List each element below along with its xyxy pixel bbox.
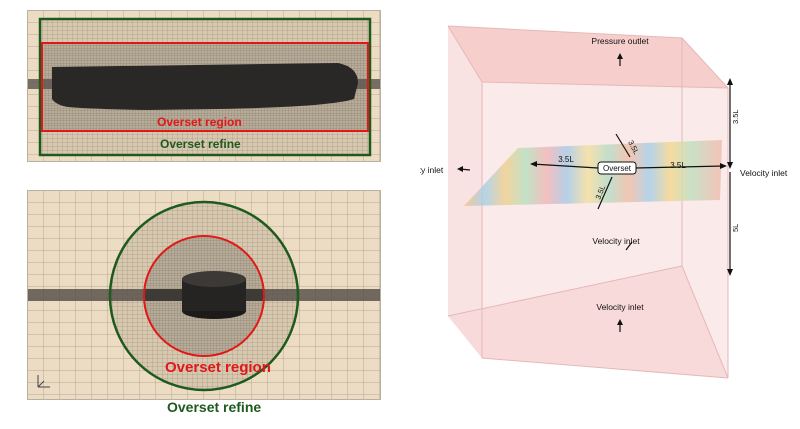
- top-region-label: Overset region: [157, 115, 242, 129]
- velocity-inlet-front-label: Velocity inlet: [592, 236, 640, 246]
- overset-box: [597, 161, 637, 175]
- ship-hull-shape: [52, 63, 358, 110]
- box-left-face: [448, 26, 482, 358]
- pressure-outlet-label: Pressure outlet: [591, 36, 649, 46]
- box-top-face: [448, 26, 728, 88]
- dim-right-label: 3.5L: [670, 161, 686, 170]
- top-refine-label: Overset refine: [160, 137, 241, 151]
- top-mesh-panel: Overset region Overset refine: [27, 10, 381, 162]
- axis-triad-icon: [37, 375, 50, 388]
- free-surface-plane: [464, 140, 722, 206]
- dimension-arrows: [459, 56, 731, 332]
- bottom-mesh-figure: [28, 191, 380, 399]
- velocity-inlet-right-label: Velocity inlet: [740, 168, 788, 178]
- domain-diagram: Pressure outlet Velocity inlet Velocity …: [420, 25, 788, 379]
- dim-down-label: 5L: [731, 224, 740, 232]
- box-bottom-face: [448, 266, 728, 378]
- bottom-region-label: Overset region: [165, 359, 271, 376]
- bottom-region-circle: [143, 235, 265, 357]
- overset-label: Overset: [603, 164, 632, 173]
- bottom-refine-circle: [108, 200, 300, 392]
- velocity-inlet-bottom-label: Velocity inlet: [596, 302, 644, 312]
- top-mesh-figure: [28, 11, 380, 161]
- dim-up-label: 3.5L: [731, 109, 740, 124]
- bottom-mesh-panel: Overset region Overset refine: [27, 190, 381, 400]
- velocity-inlet-left-label: Velocity inlet: [420, 165, 444, 175]
- top-refine-border: [38, 17, 372, 157]
- top-region-border: [41, 42, 369, 132]
- bottom-refine-label-outside: Overset refine: [167, 399, 262, 415]
- dim-left-label: 3.5L: [558, 155, 574, 164]
